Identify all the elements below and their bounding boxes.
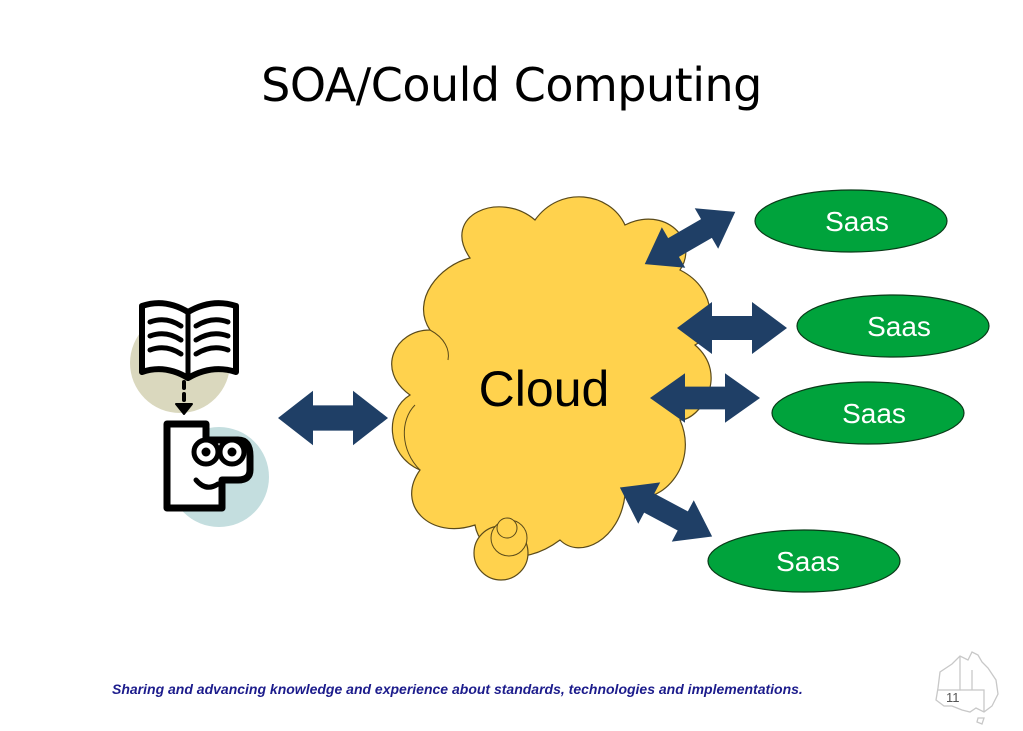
saas-node-1: Saas xyxy=(754,189,948,253)
saas-node-4: Saas xyxy=(707,529,901,593)
face-icon xyxy=(163,420,254,512)
page-number: 11 xyxy=(946,690,960,705)
saas-node-3: Saas xyxy=(771,381,965,445)
saas-label: Saas xyxy=(842,398,906,429)
saas-label: Saas xyxy=(825,206,889,237)
cloud-bubble-small xyxy=(496,517,518,539)
cloud-label: Cloud xyxy=(479,361,610,417)
saas-label: Saas xyxy=(776,546,840,577)
saas-node-2: Saas xyxy=(796,294,990,358)
book-icon xyxy=(139,300,239,415)
saas-label: Saas xyxy=(867,311,931,342)
australia-map-icon xyxy=(935,651,999,725)
footer-tagline: Sharing and advancing knowledge and expe… xyxy=(112,681,803,697)
slide-title: SOA/Could Computing xyxy=(261,58,762,112)
user-cloud-arrow xyxy=(278,390,388,446)
